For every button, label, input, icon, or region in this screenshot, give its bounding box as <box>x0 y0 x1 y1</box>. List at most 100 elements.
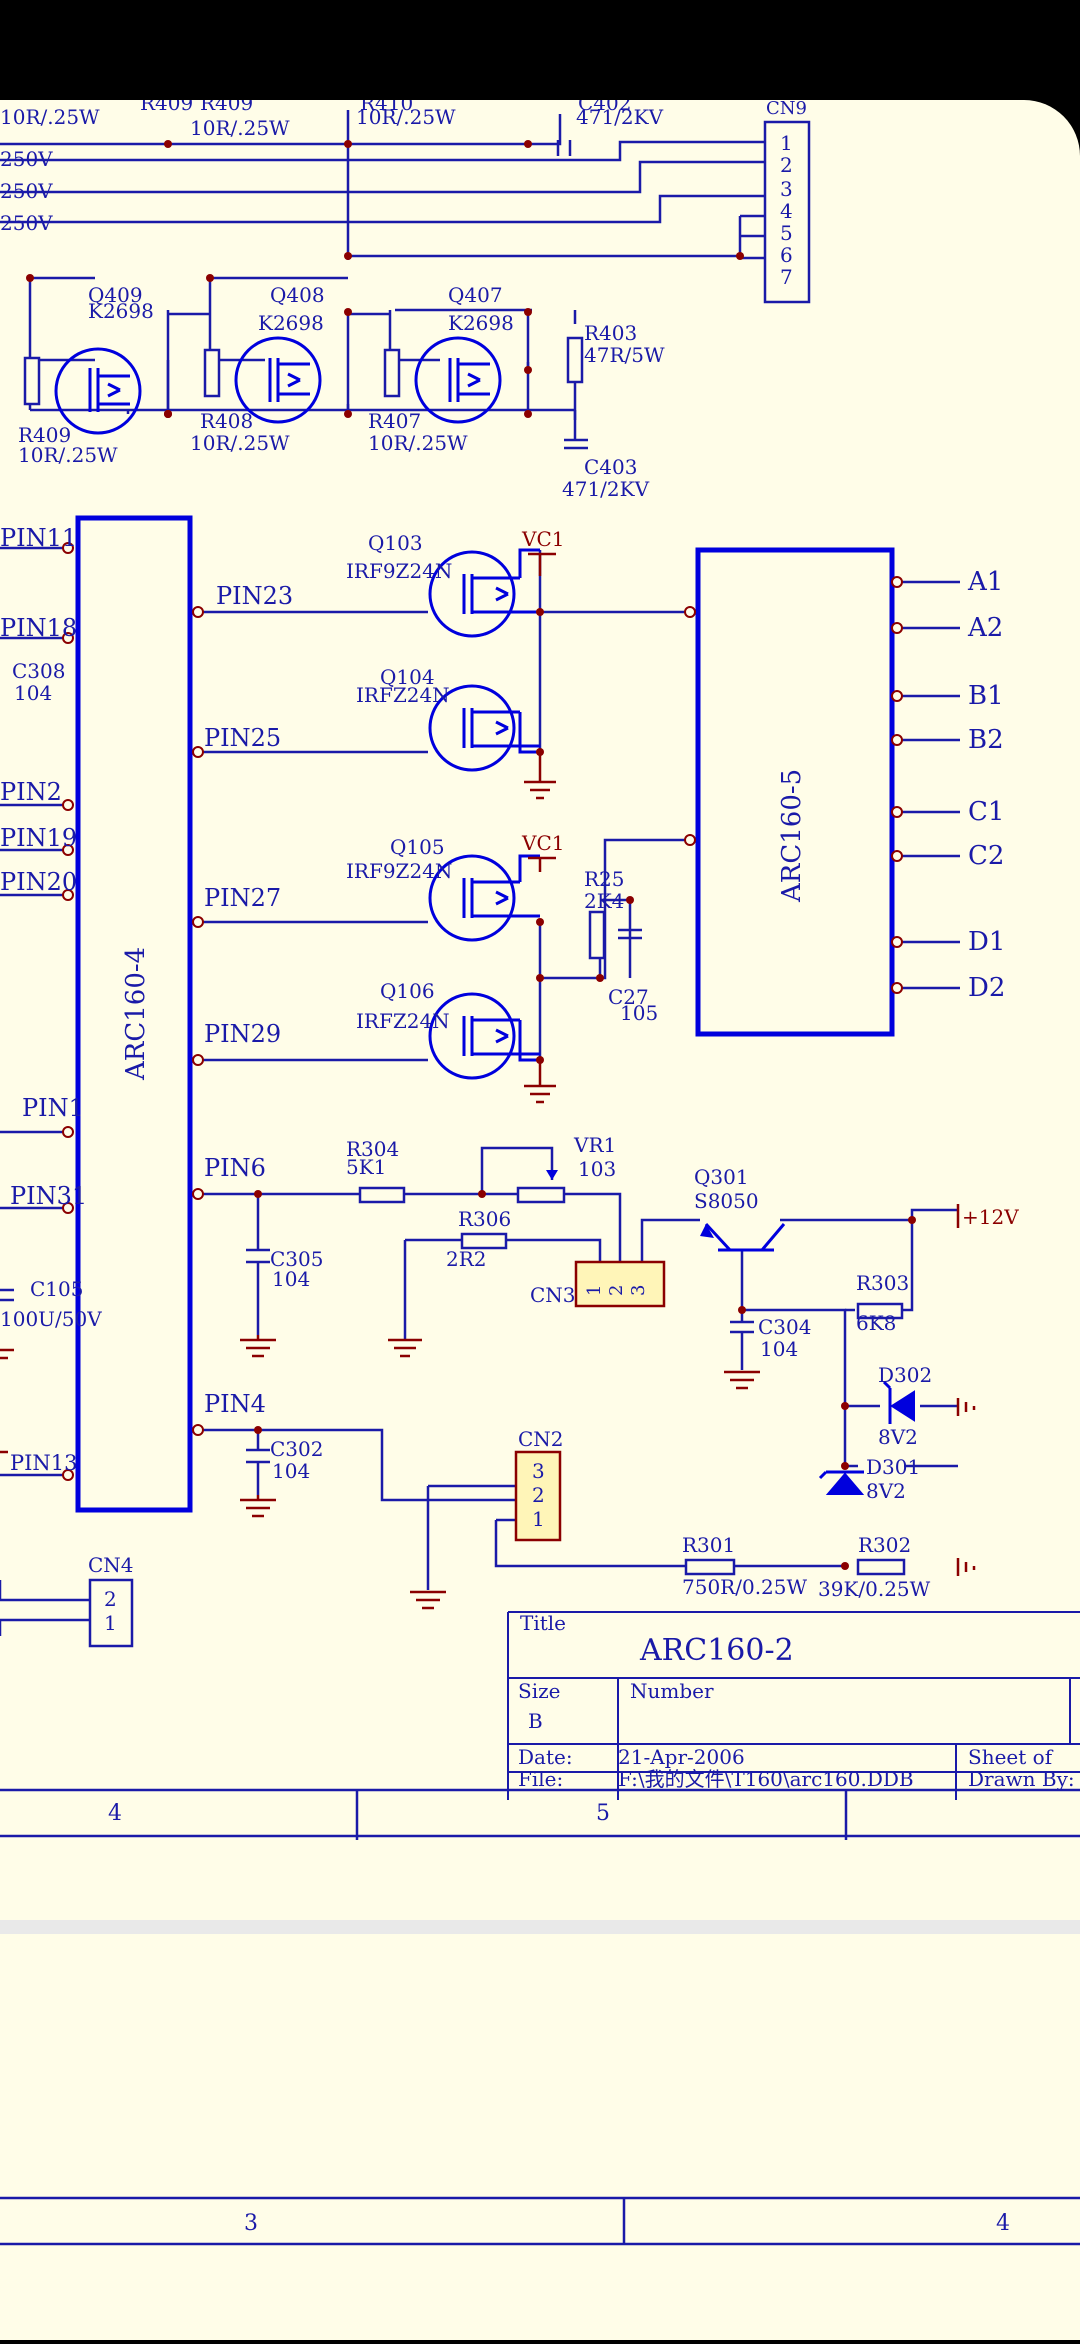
output-c1: C1 <box>968 797 1004 827</box>
label-cn4: CN4 <box>88 1553 134 1577</box>
value-r303: 6K8 <box>856 1311 896 1335</box>
title-block-title: ARC160-2 <box>639 1633 794 1668</box>
output-b2: B2 <box>968 725 1004 755</box>
label-q106: Q106 <box>380 979 435 1003</box>
cn9-pin-7: 7 <box>780 265 793 289</box>
pin-label-pin20: PIN20 <box>0 868 77 896</box>
connector-cn4[interactable] <box>88 1578 134 1648</box>
label-r409-b: R409 <box>18 423 71 447</box>
ic-arc160-4[interactable] <box>75 515 193 1513</box>
label-c302: C302 <box>270 1437 323 1461</box>
label-d301: D301 <box>866 1455 920 1479</box>
label-r25: R25 <box>584 867 625 891</box>
label-q105: Q105 <box>390 835 445 859</box>
output-a1: A1 <box>967 567 1003 597</box>
title-block-file-label: File: <box>518 1767 563 1791</box>
pin-label-pin31: PIN31 <box>10 1182 87 1210</box>
label-r403: R403 <box>584 321 637 345</box>
value-c27: 105 <box>620 1001 658 1025</box>
value-r403: 47R/5W <box>584 343 665 367</box>
value-r306: 2R2 <box>446 1247 487 1271</box>
pin-label-pin18: PIN18 <box>0 614 77 642</box>
resistor-r302 <box>856 1558 906 1576</box>
zone-label-4: 4 <box>108 1801 122 1826</box>
cn9-pin-3: 3 <box>780 177 793 201</box>
pin-label-pin2: PIN2 <box>0 778 62 806</box>
value-vr1: 103 <box>578 1157 616 1181</box>
mosfet-q408 <box>234 336 322 424</box>
value-r409-top: 10R/.25W <box>0 105 100 129</box>
value-r408: 10R/.25W <box>190 431 290 455</box>
pin-label-pin19: PIN19 <box>0 824 77 852</box>
schematic-canvas-next: 3 4 <box>0 2196 1080 2246</box>
label-vc1-top: VC1 <box>521 527 564 551</box>
value-r409-b: 10R/.25W <box>18 443 118 467</box>
label-cn3: CN3 <box>530 1283 576 1307</box>
schematic-sheet[interactable]: R409 10R/.25W R409 10R/.25W R410 10R/.25… <box>0 100 1080 1920</box>
pin-label-pin29: PIN29 <box>204 1020 281 1048</box>
cn3-pin-1: 1 <box>584 1285 605 1296</box>
label-r306: R306 <box>458 1207 511 1231</box>
value-c402: 471/2KV <box>576 105 664 129</box>
capacitor-c403 <box>564 438 588 450</box>
mosfet-q409 <box>54 347 142 435</box>
title-block-date-label: Date: <box>518 1745 573 1769</box>
cn3-pin-2: 2 <box>606 1285 627 1296</box>
mosfet-q104 <box>428 684 516 772</box>
value-q104: IRFZ24N <box>356 683 450 707</box>
resistor-r408 <box>203 348 221 398</box>
value-r25: 2K4 <box>584 889 624 913</box>
title-block-sheet-label: Sheet of <box>968 1745 1054 1769</box>
resistor-vr1 <box>516 1186 566 1204</box>
pin-label-pin11: PIN11 <box>0 524 77 552</box>
connector-cn9[interactable] <box>763 120 811 304</box>
label-c305: C305 <box>270 1247 323 1271</box>
capacitor-c305 <box>246 1248 270 1264</box>
label-r407: R407 <box>368 409 421 433</box>
pin-label-pin23: PIN23 <box>216 582 293 610</box>
title-block-number-label: Number <box>630 1679 714 1703</box>
capacitor-c302 <box>246 1448 270 1464</box>
pin-label-pin6: PIN6 <box>204 1154 266 1182</box>
cn2-pin-3: 3 <box>532 1459 545 1483</box>
connector-cn3[interactable] <box>574 1260 666 1308</box>
schematic-sheet-next[interactable]: 3 4 <box>0 1934 1080 2340</box>
label-cn2: CN2 <box>518 1427 564 1451</box>
label-vc1-bottom: VC1 <box>521 831 564 855</box>
title-block-title-label: Title <box>520 1611 566 1635</box>
value-r409-2: 10R/.25W <box>190 116 290 140</box>
mosfet-q106 <box>428 992 516 1080</box>
label-vr1: VR1 <box>573 1133 616 1157</box>
value-q103: IRF9Z24N <box>346 559 452 583</box>
label-r303: R303 <box>856 1271 909 1295</box>
resistor-r303 <box>856 1302 904 1320</box>
border-zones-next <box>0 2196 1080 2246</box>
value-q408: K2698 <box>258 311 324 335</box>
value-q301: S8050 <box>694 1189 759 1213</box>
ic-label-arc160-5: ARC160-5 <box>777 769 807 903</box>
resistor-r25 <box>588 910 606 960</box>
output-d1: D1 <box>968 927 1005 957</box>
net-250v-2: 250V <box>0 179 53 203</box>
capacitor-c304 <box>730 1320 754 1334</box>
value-r301: 750R/0.25W <box>682 1575 808 1599</box>
pin-label-pin1: PIN1 <box>22 1094 84 1122</box>
title-block <box>507 1611 1080 1800</box>
label-r302: R302 <box>858 1533 911 1557</box>
title-block-drawn-label: Drawn By: <box>968 1767 1075 1791</box>
connector-cn2[interactable] <box>514 1450 562 1542</box>
value-q407: K2698 <box>448 311 514 335</box>
label-q409: Q409 <box>88 283 143 307</box>
ic-arc160-5[interactable] <box>695 547 895 1037</box>
title-block-size-value: B <box>528 1709 543 1733</box>
cn9-pin-5: 5 <box>780 221 793 245</box>
value-c308: 104 <box>14 681 52 705</box>
label-c27: C27 <box>608 985 649 1009</box>
cn9-pin-1: 1 <box>780 131 793 155</box>
zone-label-5: 5 <box>596 1801 610 1826</box>
zone-label-3: 3 <box>244 2211 258 2236</box>
label-q408: Q408 <box>270 283 325 307</box>
label-c308: C308 <box>12 659 65 683</box>
value-d301: 8V2 <box>866 1479 906 1503</box>
label-q407: Q407 <box>448 283 503 307</box>
